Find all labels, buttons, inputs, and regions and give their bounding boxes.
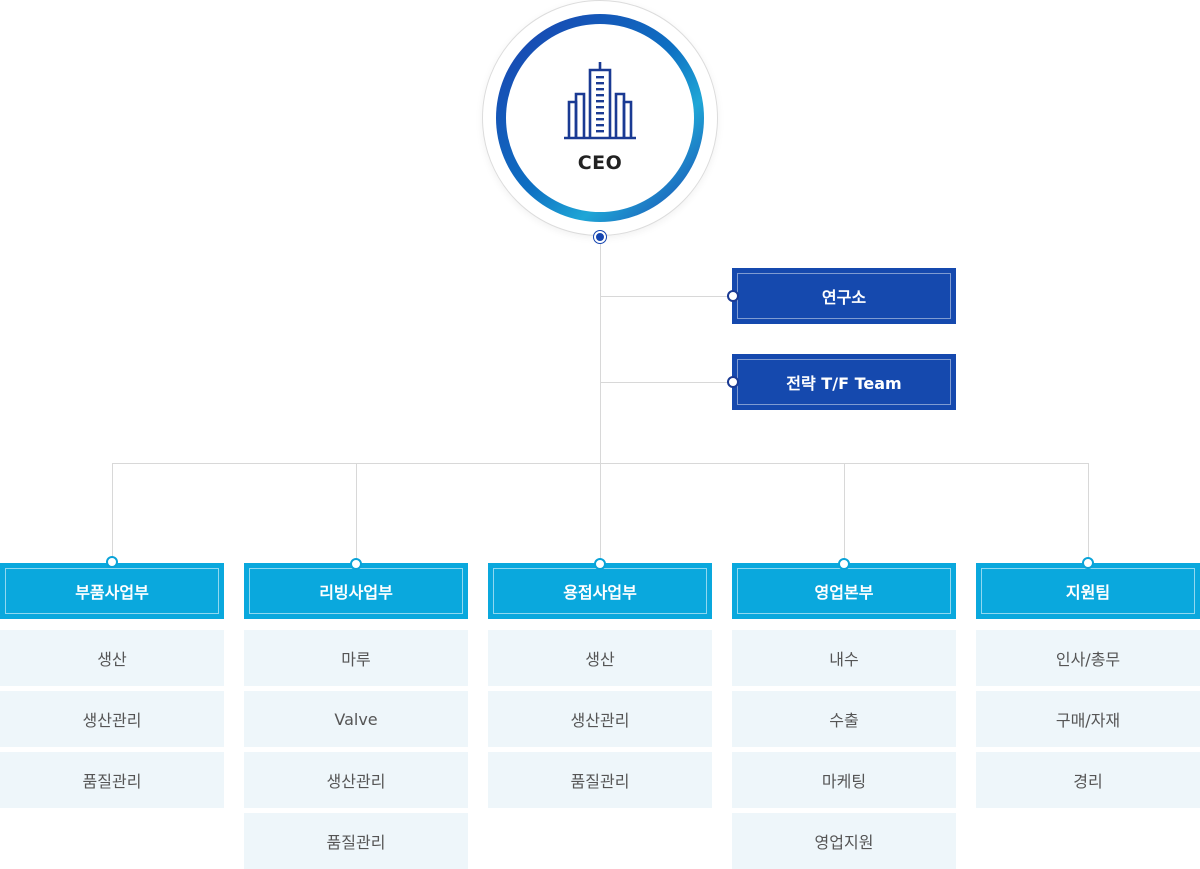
list-item: 품질관리 xyxy=(488,752,712,808)
side-unit-label: 전략 T/F Team xyxy=(737,359,951,405)
list-item: 품질관리 xyxy=(0,752,224,808)
building-icon xyxy=(564,62,636,140)
division-name: 부품사업부 xyxy=(5,568,219,614)
list-item: 품질관리 xyxy=(244,813,468,869)
division-header: 영업본부 xyxy=(732,563,956,619)
ceo-trunk-line xyxy=(600,242,601,564)
division-drop-line-4 xyxy=(844,463,845,563)
list-item: 마루 xyxy=(244,630,468,686)
division-name: 용접사업부 xyxy=(493,568,707,614)
side-unit-research: 연구소 xyxy=(732,268,956,324)
division-name: 리빙사업부 xyxy=(249,568,463,614)
division-drop-line-1 xyxy=(112,463,113,563)
ceo-label: CEO xyxy=(577,152,623,174)
division-drop-line-5 xyxy=(1088,463,1089,563)
division-connector-dot xyxy=(838,558,850,570)
division-bus-line xyxy=(112,463,1089,464)
list-item: 생산관리 xyxy=(0,691,224,747)
division-connector-dot xyxy=(1082,557,1094,569)
side-unit-label: 연구소 xyxy=(737,273,951,319)
list-item: 생산관리 xyxy=(488,691,712,747)
division-name: 지원팀 xyxy=(981,568,1195,614)
division-header: 부품사업부 xyxy=(0,563,224,619)
list-item: 생산 xyxy=(0,630,224,686)
list-item: 수출 xyxy=(732,691,956,747)
list-item: 마케팅 xyxy=(732,752,956,808)
ceo-connector-dot xyxy=(594,231,606,243)
division-header: 리빙사업부 xyxy=(244,563,468,619)
division-header: 용접사업부 xyxy=(488,563,712,619)
division-connector-dot xyxy=(106,556,118,568)
division-connector-dot xyxy=(594,558,606,570)
research-connector-dot xyxy=(727,290,739,302)
division-drop-line-2 xyxy=(356,463,357,563)
division-name: 영업본부 xyxy=(737,568,951,614)
list-item: 인사/총무 xyxy=(976,630,1200,686)
list-item: 생산 xyxy=(488,630,712,686)
list-item: 생산관리 xyxy=(244,752,468,808)
research-connector-line xyxy=(600,296,732,297)
list-item: 영업지원 xyxy=(732,813,956,869)
strategy-connector-dot xyxy=(727,376,739,388)
division-connector-dot xyxy=(350,558,362,570)
list-item: 내수 xyxy=(732,630,956,686)
list-item: Valve xyxy=(244,691,468,747)
list-item: 경리 xyxy=(976,752,1200,808)
strategy-connector-line xyxy=(600,382,732,383)
list-item: 구매/자재 xyxy=(976,691,1200,747)
division-header: 지원팀 xyxy=(976,563,1200,619)
side-unit-strategy: 전략 T/F Team xyxy=(732,354,956,410)
